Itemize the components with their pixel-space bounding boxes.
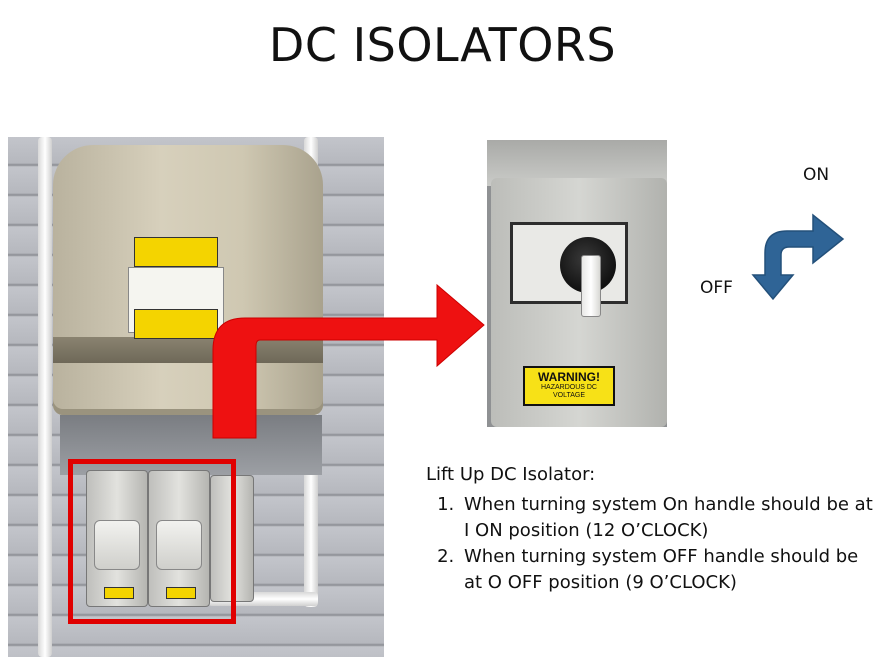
off-label: OFF (700, 278, 733, 298)
isolator-tag-2 (166, 587, 196, 599)
isolator-closeup-photo: WARNING! HAZARDOUS DC VOLTAGE (487, 140, 667, 427)
warning-heading: WARNING! (538, 370, 600, 384)
on-off-direction-arrow (751, 213, 845, 301)
warning-label-bottom (134, 309, 218, 339)
instructions-heading: Lift Up DC Isolator: (426, 464, 596, 485)
conduit-left (38, 137, 52, 657)
switch-handle (581, 255, 601, 317)
warning-line-1: HAZARDOUS DC (540, 384, 597, 391)
inverter-photo (8, 137, 384, 657)
on-label: ON (803, 165, 830, 185)
hazard-warning-sign: WARNING! HAZARDOUS DC VOLTAGE (523, 366, 615, 406)
inverter-band (53, 337, 323, 363)
instructions-list: When turning system On handle should be … (426, 492, 882, 596)
page-title: DC ISOLATORS (268, 18, 617, 72)
instruction-step-1: When turning system On handle should be … (460, 492, 882, 544)
isolator-knob-2 (156, 520, 202, 570)
isolator-highlight-box (68, 459, 236, 624)
warning-line-2: VOLTAGE (552, 392, 586, 399)
isolator-tag-1 (104, 587, 134, 599)
wiring-area (60, 415, 322, 475)
isolator-knob-1 (94, 520, 140, 570)
instruction-step-2: When turning system OFF handle should be… (460, 544, 882, 596)
instructions-block: Lift Up DC Isolator: When turning system… (426, 462, 882, 596)
warning-label-top (134, 237, 218, 267)
switch-plate (510, 222, 628, 317)
